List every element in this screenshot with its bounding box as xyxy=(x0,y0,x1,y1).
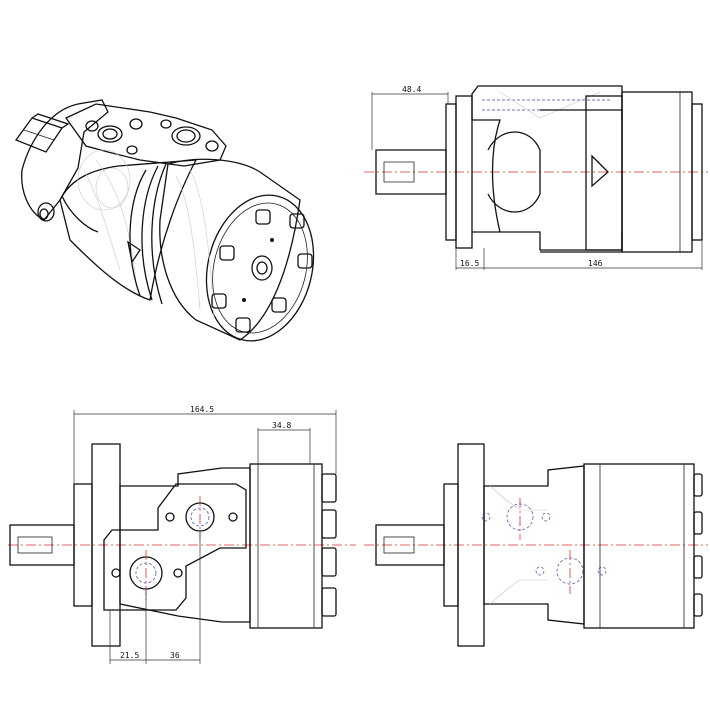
dim-flange-thickness: 16.5 xyxy=(460,259,479,268)
top-view: 48.4 16.5 146 xyxy=(364,85,708,270)
side-view-plain xyxy=(364,443,708,647)
dim-overall-length: 164.5 xyxy=(190,405,214,414)
side-view-ports: 164.5 34.8 21.5 36 xyxy=(8,405,356,664)
isometric-view xyxy=(14,99,315,342)
dim-shaft-length: 48.4 xyxy=(402,85,421,94)
logo-icon xyxy=(591,154,609,188)
dim-port-offset-b: 36 xyxy=(170,651,180,660)
logo-icon xyxy=(127,240,141,264)
dim-body-length: 146 xyxy=(588,259,603,268)
dim-port-offset-a: 21.5 xyxy=(120,651,139,660)
dim-rear-cap: 34.8 xyxy=(272,421,291,430)
